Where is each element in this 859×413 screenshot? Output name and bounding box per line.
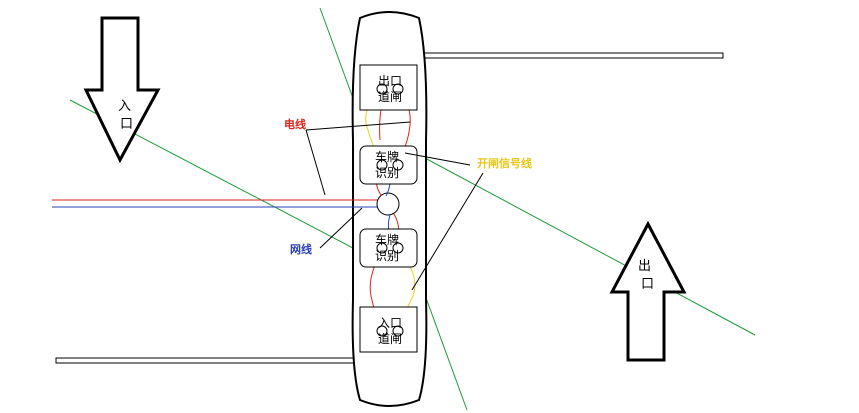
- guide-line-right: [409, 149, 756, 336]
- label-network-cable: 网线: [290, 242, 312, 256]
- junction-box: [376, 192, 400, 216]
- entrance-arrow-icon: 入 口: [83, 16, 161, 164]
- box-exit-gate: 出口 道闸: [359, 64, 418, 111]
- box-plate-recognition-top: 车牌 识别: [359, 145, 418, 185]
- exit-arrow-icon: 出 口: [609, 220, 687, 362]
- label-power-cable: 电线: [284, 117, 306, 131]
- exit-arrow-label: 出 口: [638, 259, 655, 292]
- box-entry-gate: 入口 道闸: [359, 306, 418, 353]
- label-gate-signal: 开闸信号线: [477, 156, 532, 170]
- box-plate-recognition-bottom: 车牌 识别: [359, 228, 418, 268]
- leader-lines: [305, 121, 484, 291]
- entrance-arrow-label: 入 口: [118, 99, 135, 132]
